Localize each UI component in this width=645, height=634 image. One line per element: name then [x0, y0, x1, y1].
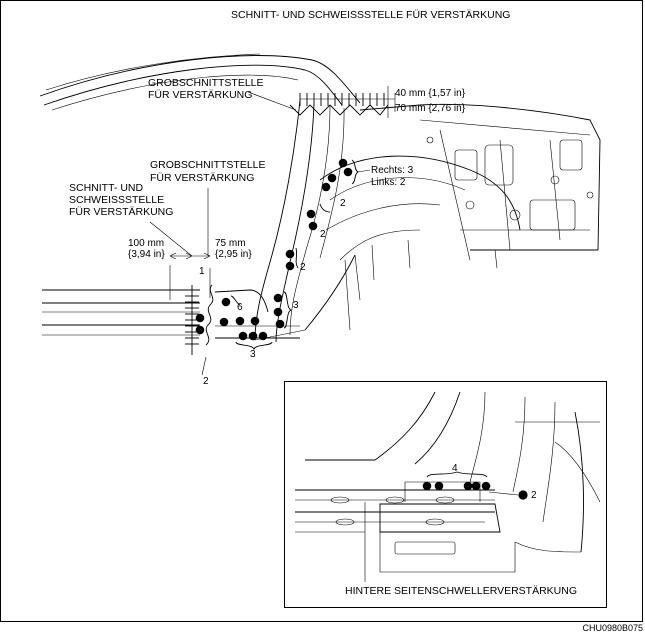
dimension-70mm: 70 mm {2,76 in}	[395, 103, 466, 114]
cut-weld-label-line2: SCHWEISSSTELLE	[69, 194, 165, 206]
inset-callout-2: 2	[531, 490, 537, 501]
rough-cut-top-label-line1: GROBSCHNITTSTELLE	[148, 77, 264, 89]
rough-cut-sill-label-line2: FÜR VERSTÄRKUNG	[150, 172, 255, 184]
rough-cut-sill-label-line1: GROBSCHNITTSTELLE	[150, 159, 266, 171]
callout-2-upper: 2	[340, 198, 346, 209]
dimension-75mm: 75 mm	[215, 238, 246, 249]
dimension-100mm: 100 mm	[128, 238, 165, 249]
dimension-40mm: 40 mm {1,57 in}	[395, 88, 466, 99]
callout-2-sill: 2	[203, 376, 209, 387]
figure-code: CHU0980B075	[582, 623, 643, 633]
callout-1: 1	[199, 266, 205, 277]
weld-count-right: Rechts: 3	[371, 165, 414, 176]
cut-weld-label-line1: SCHNITT- UND	[69, 182, 144, 194]
callout-2-middle: 2	[320, 229, 326, 240]
callout-3-right: 3	[293, 300, 299, 311]
figure-frame	[0, 0, 643, 622]
inset-caption: HINTERE SEITENSCHWELLERVERSTÄRKUNG	[345, 585, 578, 597]
callout-6: 6	[237, 302, 243, 313]
weld-count-left: Links: 2	[371, 177, 406, 188]
inset-callout-4: 4	[452, 463, 458, 474]
inset-sill-drawing	[295, 391, 601, 582]
cut-weld-label-line3: FÜR VERSTÄRKUNG	[69, 206, 174, 218]
inset-detail-panel: 4 2 HINTERE SEITENSCHWELLERVERSTÄRKUNG	[284, 381, 607, 608]
callout-3-bottom: 3	[250, 349, 256, 360]
dimension-75mm-inch: {2,95 in}	[215, 249, 252, 260]
callout-2-lower: 2	[300, 262, 306, 273]
rough-cut-top-label-line2: FÜR VERSTÄRKUNG	[148, 89, 253, 101]
dimension-100mm-inch: {3,94 in}	[128, 249, 165, 260]
diagram-title: SCHNITT- UND SCHWEISSSTELLE FÜR VERSTÄRK…	[231, 9, 511, 21]
